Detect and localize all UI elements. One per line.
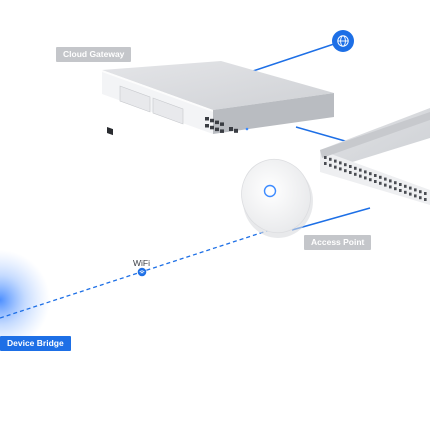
switch-ports — [324, 156, 427, 201]
switch-device — [320, 108, 430, 205]
device-bridge-glow — [0, 250, 50, 350]
gateway-internet-link — [249, 42, 338, 73]
globe-icon — [332, 30, 354, 52]
wifi-icon — [137, 267, 147, 277]
access-point-label: Access Point — [304, 235, 372, 250]
ap-switch-link — [291, 207, 371, 231]
wifi-label: WiFi — [133, 258, 150, 268]
wifi-link-dashed — [0, 227, 277, 319]
device-bridge-label: Device Bridge — [0, 336, 71, 351]
gateway-switch-link — [295, 126, 353, 144]
cloud-gateway-device — [102, 61, 334, 136]
cloud-gateway-label: Cloud Gateway — [56, 47, 132, 62]
access-point-led — [263, 184, 277, 198]
access-point-device — [241, 158, 313, 238]
